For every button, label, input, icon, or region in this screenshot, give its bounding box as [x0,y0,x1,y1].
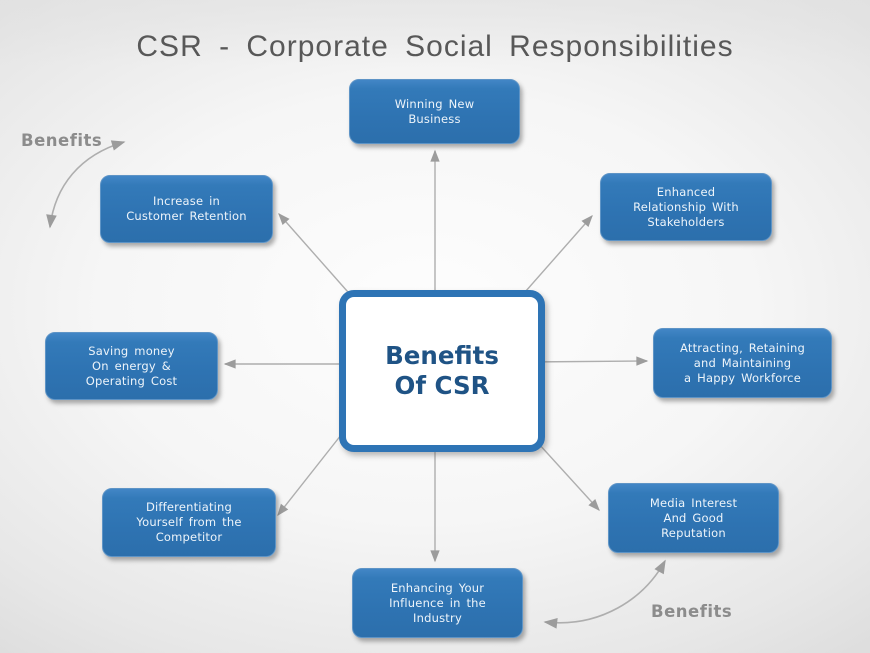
arrow-to-right [524,356,649,366]
arrow-to-top-right [517,215,593,301]
arrow-to-bottom-left [277,429,346,517]
benefits-label-top-left: Benefits [21,131,103,150]
node-media-interest-and-good-reputation: Media Interest And Good Reputation [608,483,779,553]
node-enhancing-your-influence-in-industry: Enhancing Your Influence in the Industry [352,568,523,638]
node-winning-new-business: Winning New Business [349,79,520,144]
node-attracting-retaining-happy-workforce: Attracting, Retaining and Maintaining a … [653,328,832,398]
diagram-title: CSR - Corporate Social Responsibilities [136,30,734,63]
node-enhanced-relationship-with-stakeholders: Enhanced Relationship With Stakeholders [600,173,772,241]
benefits-curved-arrow-bottom-right [543,559,666,629]
node-saving-money-on-energy-operating-cost: Saving money On energy & Operating Cost [45,332,218,400]
arrow-to-top-left [278,213,356,301]
benefits-curved-arrow-top-left [46,140,126,229]
node-increase-in-customer-retention: Increase in Customer Retention [100,175,273,243]
benefits-label-bottom-right: Benefits [651,602,733,621]
node-benefits-of-csr: Benefits Of CSR [339,290,545,452]
node-differentiating-yourself-from-competitor: Differentiating Yourself from the Compet… [102,488,276,557]
